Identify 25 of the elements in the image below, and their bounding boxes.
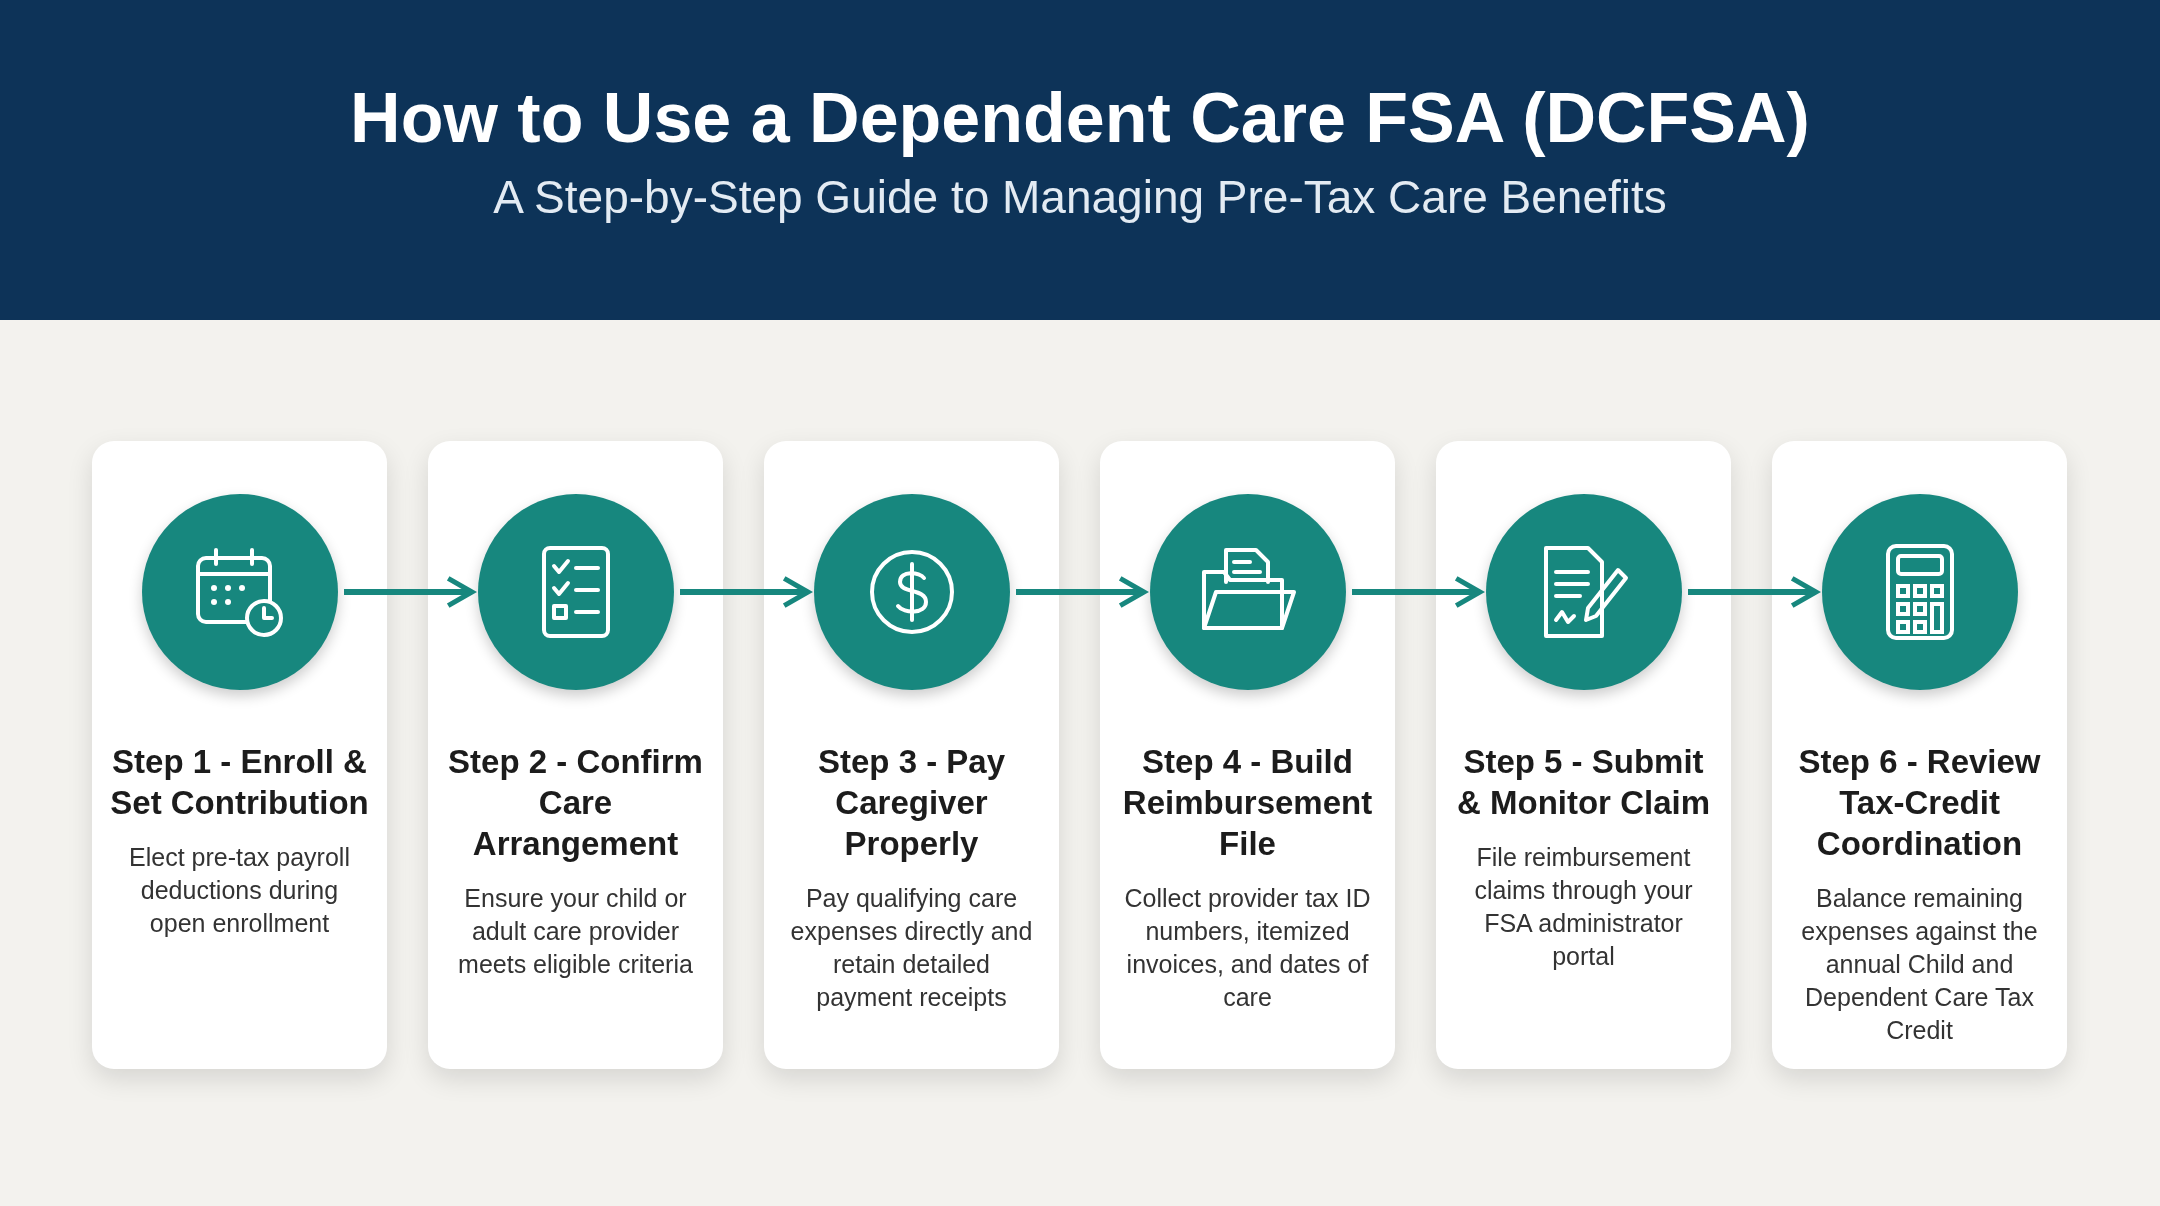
step-description: Balance remaining expenses against the annual Child and Dependent Care Tax Credit <box>1800 883 2039 1046</box>
step-description: Ensure your child or adult care provider meets eligible criteria <box>457 883 694 980</box>
arrow <box>344 575 475 609</box>
step-card <box>1772 441 2067 1069</box>
step-description: Pay qualifying care expenses directly and retain detailed payment receipts <box>789 883 1034 1013</box>
step-card <box>92 441 387 1069</box>
arrow <box>1352 575 1483 609</box>
step-heading: Step 3 - Pay Caregiver Properly <box>816 742 1007 864</box>
step-description: Collect provider tax ID numbers, itemized invoices, and dates of care <box>1123 883 1372 1013</box>
step-description: Elect pre-tax payroll deductions during open enrollment <box>128 842 351 939</box>
step-heading: Step 4 - Build Reimbursement File <box>1121 742 1374 864</box>
step-card <box>764 441 1059 1069</box>
arrow <box>680 575 811 609</box>
arrow <box>1688 575 1819 609</box>
arrow <box>1016 575 1147 609</box>
step-card <box>428 441 723 1069</box>
step-heading: Step 6 - Review Tax-Credit Coordination <box>1797 742 2042 864</box>
step-heading: Step 5 - Submit & Monitor Claim <box>1456 742 1711 823</box>
step-card <box>1436 441 1731 1069</box>
step-description: File reimbursement claims through your FSA administrator portal <box>1473 842 1694 972</box>
step-card <box>1100 441 1395 1069</box>
subtitle: A Step-by-Step Guide to Managing Pre-Tax Care Benefits <box>492 170 1668 224</box>
title: How to Use a Dependent Care FSA (DCFSA) <box>349 78 1811 158</box>
step-heading: Step 1 - Enroll & Set Contribution <box>109 742 370 823</box>
step-heading: Step 2 - Confirm Care Arrangement <box>447 742 704 864</box>
